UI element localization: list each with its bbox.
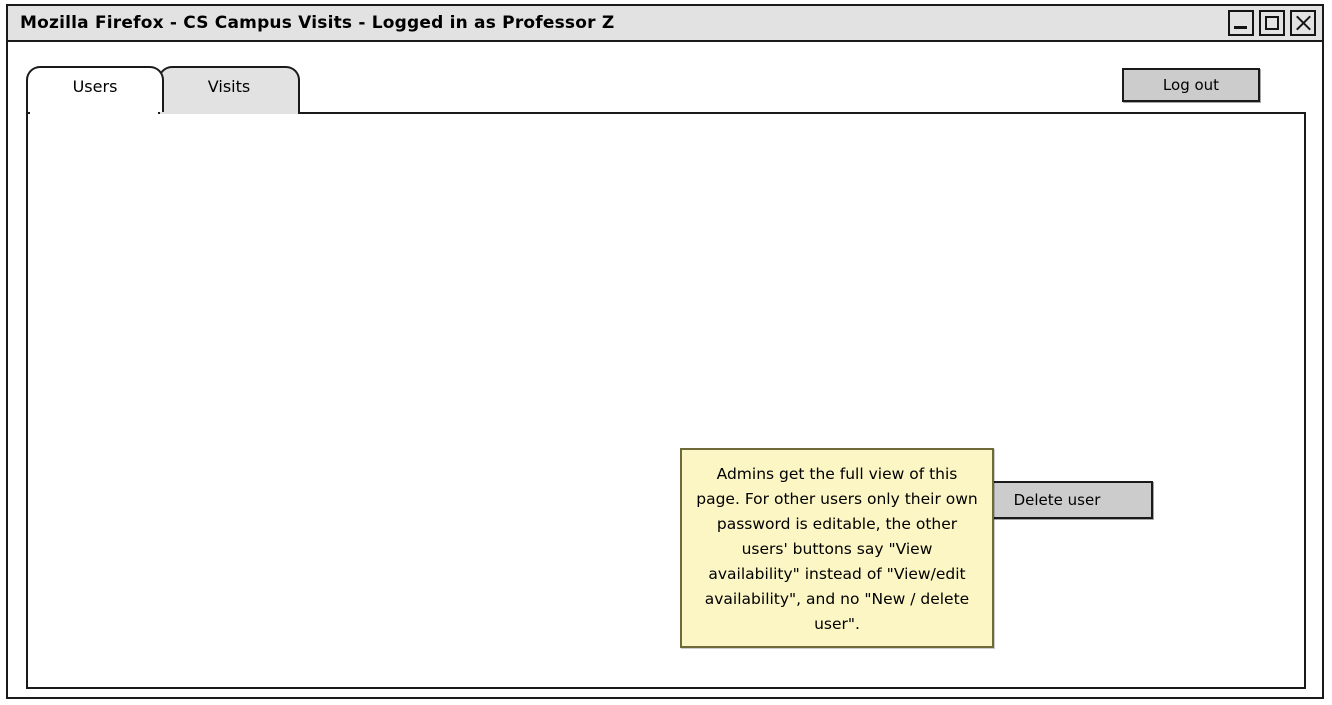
tab-users[interactable]: Users bbox=[26, 66, 164, 112]
maximize-icon[interactable] bbox=[1259, 10, 1285, 36]
users-panel bbox=[26, 112, 1306, 689]
close-icon[interactable] bbox=[1290, 10, 1316, 36]
minimize-icon[interactable] bbox=[1228, 10, 1254, 36]
tab-visits[interactable]: Visits bbox=[158, 66, 300, 114]
active-tab-merge bbox=[30, 108, 158, 117]
minimize-glyph bbox=[1234, 26, 1247, 29]
sticky-note: Admins get the full view of this page. F… bbox=[680, 448, 994, 648]
window-title: Mozilla Firefox - CS Campus Visits - Log… bbox=[20, 13, 615, 33]
title-bar: Mozilla Firefox - CS Campus Visits - Log… bbox=[8, 6, 1322, 42]
maximize-glyph bbox=[1265, 16, 1279, 30]
application-window: Mozilla Firefox - CS Campus Visits - Log… bbox=[6, 4, 1324, 699]
content-area: Visits Users Log out Name Email Password… bbox=[8, 42, 1322, 697]
logout-button[interactable]: Log out bbox=[1122, 68, 1260, 102]
window-controls bbox=[1228, 10, 1316, 36]
